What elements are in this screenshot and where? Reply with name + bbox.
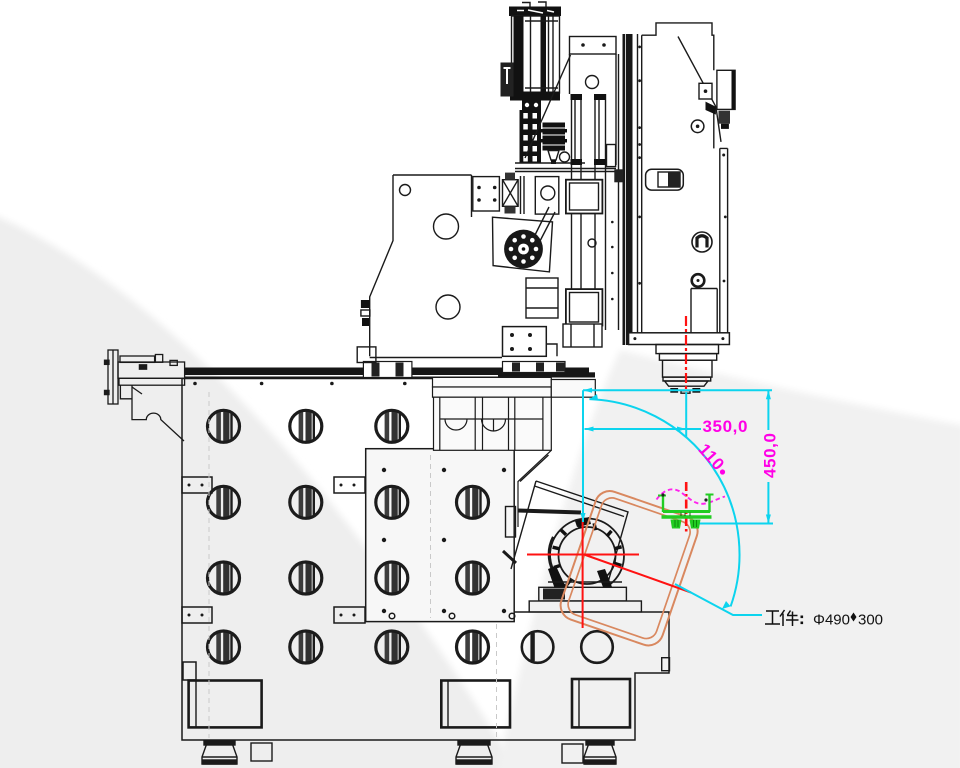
svg-text:450,0: 450,0	[761, 432, 780, 478]
svg-text:350,0: 350,0	[703, 417, 749, 436]
svg-text:300: 300	[858, 612, 883, 629]
svg-text:Φ490: Φ490	[813, 612, 850, 629]
